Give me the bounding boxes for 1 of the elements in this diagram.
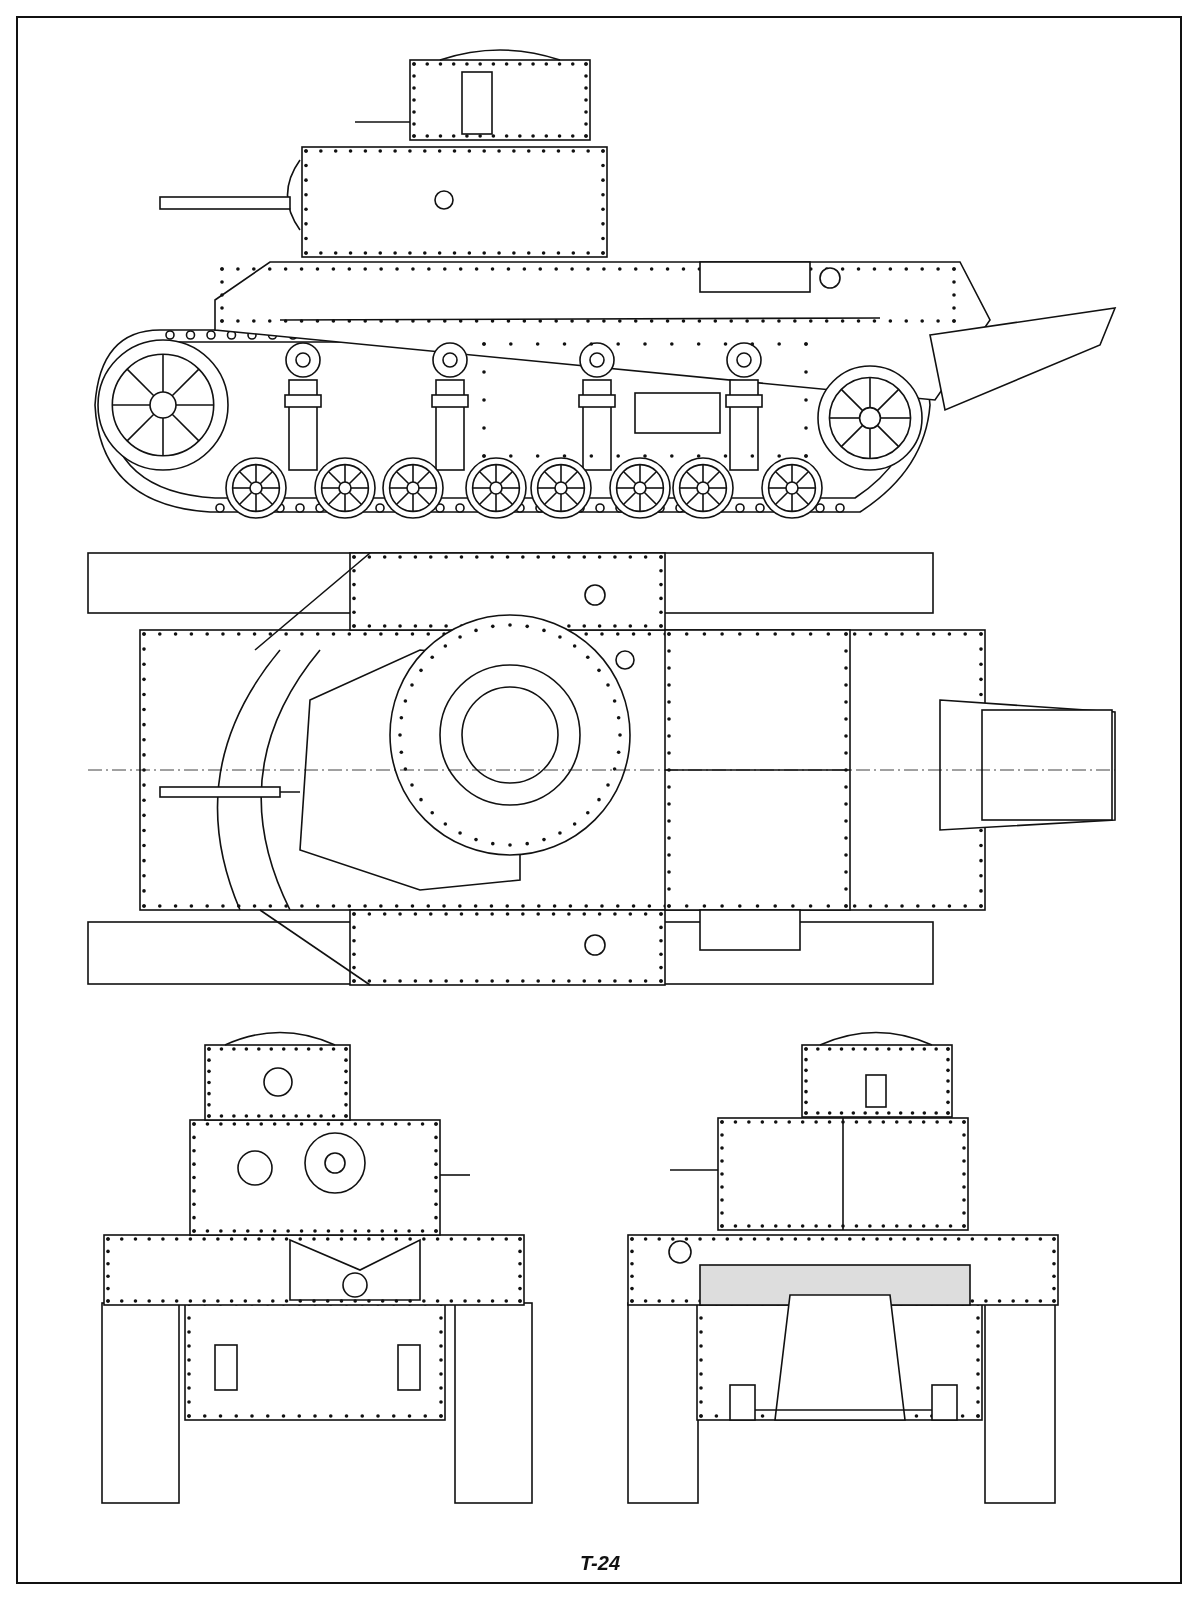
drawing-caption: T-24 [580,1552,620,1574]
